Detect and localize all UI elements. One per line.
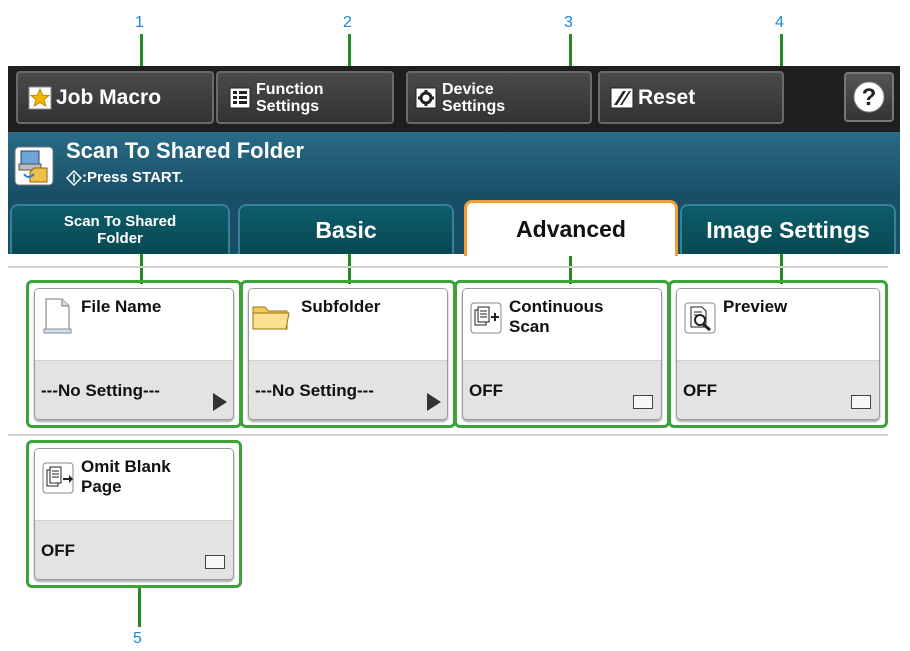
file-icon <box>41 297 73 335</box>
help-button[interactable]: ? <box>844 72 894 122</box>
omit-blank-page-icon <box>41 457 74 495</box>
subfolder-tile[interactable]: Subfolder ---No Setting--- <box>248 288 448 420</box>
tab-scan-to-shared-folder-label: Scan To Shared Folder <box>64 213 176 247</box>
triangle-right-icon <box>213 393 227 411</box>
device-settings-button[interactable]: Device Settings <box>406 71 592 124</box>
tab-basic[interactable]: Basic <box>238 204 454 254</box>
omit-blank-page-label-line1: Omit Blank <box>81 457 171 476</box>
status-message: :Press START. <box>66 169 183 186</box>
continuous-scan-value-area: OFF <box>463 360 661 419</box>
gear-icon <box>414 86 438 110</box>
preview-label-line1: Preview <box>723 297 788 316</box>
omit-blank-page-label-line2: Page <box>81 477 122 496</box>
file-name-tile[interactable]: File Name ---No Setting--- <box>34 288 234 420</box>
file-name-tile-header: File Name <box>35 289 233 353</box>
subfolder-tile-header: Subfolder <box>249 289 447 353</box>
tab-bar: Scan To Shared Folder Basic Advanced Ima… <box>8 196 900 256</box>
tab-image-settings-label: Image Settings <box>706 216 870 243</box>
device-settings-label-line1: Device <box>442 80 494 98</box>
function-settings-label-line2: Settings <box>256 97 320 115</box>
page-title: Scan To Shared Folder <box>66 138 304 163</box>
folder-icon <box>251 297 291 335</box>
continuous-scan-value: OFF <box>469 381 503 400</box>
device-settings-label: Device Settings <box>442 81 505 115</box>
start-icon <box>66 169 82 186</box>
continuous-scan-tile[interactable]: Continuous Scan OFF <box>462 288 662 420</box>
omit-blank-page-checkbox[interactable] <box>205 555 225 569</box>
omit-blank-page-tile-header: Omit Blank Page <box>35 449 233 513</box>
function-settings-label-line1: Function <box>256 80 324 98</box>
omit-blank-page-label: Omit Blank Page <box>81 457 171 497</box>
continuous-scan-label-line1: Continuous <box>509 297 604 316</box>
job-macro-label: Job Macro <box>56 85 162 109</box>
preview-value-area: OFF <box>677 360 879 419</box>
subfolder-group: Subfolder ---No Setting--- <box>240 280 456 428</box>
top-toolbar: Job Macro Function Settings Device Setti… <box>8 66 900 132</box>
list-icon <box>228 86 252 110</box>
svg-text:?: ? <box>862 84 877 111</box>
callout-number-3: 3 <box>564 14 573 31</box>
subfolder-value-area: ---No Setting--- <box>249 360 447 419</box>
file-name-value-area: ---No Setting--- <box>35 360 233 419</box>
device-settings-label-line2: Settings <box>442 97 506 115</box>
tab-basic-label: Basic <box>315 216 377 243</box>
divider-top <box>8 266 888 268</box>
file-name-group: File Name ---No Setting--- <box>26 280 242 428</box>
preview-tile[interactable]: Preview OFF <box>676 288 880 420</box>
function-settings-label: Function Settings <box>256 81 324 115</box>
tab-scan-to-shared-folder[interactable]: Scan To Shared Folder <box>10 204 230 254</box>
preview-checkbox[interactable] <box>851 395 871 409</box>
title-bar: Scan To Shared Folder :Press START. <box>8 132 900 196</box>
continuous-scan-group: Continuous Scan OFF <box>454 280 670 428</box>
triangle-right-icon <box>427 393 441 411</box>
job-macro-button[interactable]: Job Macro <box>16 71 214 124</box>
omit-blank-page-tile[interactable]: Omit Blank Page OFF <box>34 448 234 580</box>
subfolder-value: ---No Setting--- <box>255 381 374 400</box>
reset-button[interactable]: Reset <box>598 71 784 124</box>
callout-number-5: 5 <box>133 630 142 647</box>
tab-advanced[interactable]: Advanced <box>464 200 678 256</box>
preview-icon <box>683 297 716 335</box>
file-name-label-line1: File Name <box>81 297 162 316</box>
tab-image-settings[interactable]: Image Settings <box>680 204 896 254</box>
preview-label: Preview <box>723 297 787 317</box>
function-settings-button[interactable]: Function Settings <box>216 71 394 124</box>
tab-scan-to-shared-folder-line1: Scan To Shared <box>63 213 177 230</box>
omit-blank-page-group: Omit Blank Page OFF <box>26 440 242 588</box>
file-name-label: File Name <box>81 297 161 317</box>
status-message-text: :Press START. <box>82 169 184 186</box>
continuous-scan-checkbox[interactable] <box>633 395 653 409</box>
preview-tile-header: Preview <box>677 289 879 353</box>
omit-blank-page-value: OFF <box>41 541 75 560</box>
reset-label: Reset <box>638 85 696 109</box>
preview-value: OFF <box>683 381 717 400</box>
continuous-scan-icon <box>469 297 502 335</box>
callout-number-2: 2 <box>343 14 352 31</box>
tab-scan-to-shared-folder-line2: Folder <box>97 230 143 247</box>
callout-number-4: 4 <box>775 14 784 31</box>
subfolder-label: Subfolder <box>301 297 380 317</box>
file-name-value: ---No Setting--- <box>41 381 160 400</box>
callout-line-5 <box>138 585 141 627</box>
continuous-scan-label: Continuous Scan <box>509 297 603 337</box>
continuous-scan-label-line2: Scan <box>509 317 550 336</box>
scan-to-shared-folder-icon <box>14 146 54 186</box>
callout-number-1: 1 <box>135 14 144 31</box>
preview-group: Preview OFF <box>668 280 888 428</box>
subfolder-label-line1: Subfolder <box>301 297 381 316</box>
tab-advanced-label: Advanced <box>516 216 626 242</box>
divider-middle <box>8 434 888 436</box>
eraser-icon <box>610 86 634 110</box>
continuous-scan-tile-header: Continuous Scan <box>463 289 661 353</box>
omit-blank-page-value-area: OFF <box>35 520 233 579</box>
star-icon <box>28 86 52 110</box>
help-icon: ? <box>853 81 885 113</box>
